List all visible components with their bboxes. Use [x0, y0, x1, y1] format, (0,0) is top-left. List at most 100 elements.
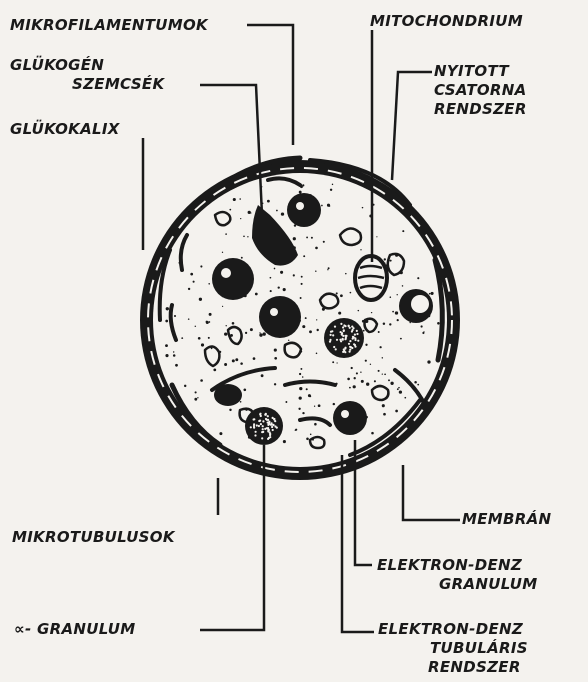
cytoplasm-dot	[274, 383, 276, 385]
cytoplasm-dot	[400, 338, 402, 340]
cytoplasm-dot	[317, 329, 319, 331]
stipple-dot	[267, 438, 269, 440]
stipple-dot	[356, 330, 358, 332]
label-nyitott-csatorna-rendszer: NYITOTT CSATORNA RENDSZER	[434, 62, 527, 119]
cytoplasm-dot	[365, 344, 367, 346]
cytoplasm-dot	[206, 321, 208, 323]
cytoplasm-dot	[248, 211, 251, 214]
cytoplasm-dot	[239, 198, 241, 200]
cytoplasm-dot	[337, 362, 338, 363]
cytoplasm-dot	[382, 404, 385, 407]
cytoplasm-dot	[383, 413, 386, 416]
cytoplasm-dot	[384, 373, 386, 375]
stipple-dot	[343, 324, 345, 326]
stipple-dot	[262, 431, 264, 433]
cytoplasm-dot	[255, 293, 258, 296]
label-edt-line2: TUBULÁRIS	[378, 639, 528, 658]
leader-nyitott	[392, 72, 432, 180]
stipple-dot	[267, 415, 269, 417]
stipple-dot	[267, 422, 269, 424]
cytoplasm-dot	[371, 312, 372, 313]
cytoplasm-dot	[303, 255, 305, 257]
cytoplasm-dot	[173, 354, 176, 357]
cytoplasm-dot	[327, 204, 330, 207]
cytoplasm-dot	[363, 330, 365, 332]
cytoplasm-dot	[395, 311, 398, 314]
label-edt-line1: ELEKTRON-DENZ	[378, 620, 528, 639]
cytoplasm-dot	[245, 332, 247, 334]
cytoplasm-dot	[209, 321, 211, 323]
stipple-dot	[272, 417, 274, 419]
cytoplasm-dot	[165, 344, 168, 347]
cytoplasm-dot	[226, 325, 227, 326]
stipple-dot	[351, 330, 353, 332]
cytoplasm-dot	[301, 283, 303, 285]
cytoplasm-dot	[333, 403, 335, 405]
cytoplasm-dot	[390, 382, 393, 385]
cytoplasm-dot	[318, 404, 321, 407]
cytoplasm-dot	[316, 353, 318, 355]
cytoplasm-dot	[328, 267, 330, 269]
label-edt-line3: RENDSZER	[378, 658, 528, 677]
stipple-dot	[349, 349, 351, 351]
label-mikrotubulusok: MIKROTUBULUSOK	[12, 528, 175, 547]
cytoplasm-dot	[402, 285, 404, 287]
label-membran: MEMBRÁN	[462, 510, 551, 529]
label-edg-line1: ELEKTRON-DENZ	[377, 556, 537, 575]
cytoplasm-dot	[195, 326, 196, 327]
cytoplasm-dot	[175, 364, 178, 367]
cytoplasm-dot	[383, 322, 385, 324]
cytoplasm-dot	[197, 397, 198, 398]
cytoplasm-dot	[374, 380, 376, 382]
cytoplasm-dot	[340, 294, 343, 297]
cytoplasm-dot	[247, 236, 248, 237]
cytoplasm-dot	[299, 387, 302, 390]
cytoplasm-dot	[274, 357, 277, 360]
cytoplasm-dot	[259, 332, 260, 333]
stipple-dot	[353, 336, 355, 338]
cytoplasm-dot	[397, 294, 398, 295]
cytoplasm-dot	[378, 370, 380, 372]
cytoplasm-dot	[306, 438, 309, 441]
cytoplasm-dot	[201, 343, 204, 346]
stipple-dot	[260, 423, 262, 425]
cytoplasm-dot	[200, 265, 202, 267]
cytoplasm-dot	[229, 209, 231, 211]
cytoplasm-dot	[351, 367, 353, 369]
cytoplasm-dot	[219, 432, 222, 435]
cytoplasm-dot	[181, 337, 183, 339]
cytoplasm-dot	[379, 346, 381, 348]
cytoplasm-dot	[243, 388, 246, 391]
cytoplasm-dot	[253, 357, 256, 360]
stipple-dot	[344, 338, 346, 340]
stipple-dot	[343, 330, 345, 332]
stipple-dot	[340, 323, 342, 325]
cytoplasm-dot	[397, 319, 399, 321]
stipple-dot	[253, 425, 255, 427]
cytoplasm-dot	[240, 401, 242, 403]
cytoplasm-dot	[295, 429, 297, 431]
cytoplasm-dot	[240, 362, 243, 365]
stipple-dot	[330, 334, 332, 336]
cytoplasm-dot	[213, 369, 216, 372]
stipple-dot	[269, 433, 271, 435]
stipple-dot	[265, 418, 267, 420]
cytoplasm-dot	[414, 381, 417, 384]
cytoplasm-dot	[194, 398, 197, 401]
cytoplasm-dot	[199, 298, 202, 301]
cytoplasm-dot	[376, 236, 377, 237]
stipple-dot	[262, 420, 264, 422]
stipple-dot	[267, 424, 269, 426]
label-nyitott-line3: RENDSZER	[434, 100, 527, 119]
stipple-dot	[271, 422, 273, 424]
stipple-dot	[267, 427, 269, 429]
cytoplasm-dot	[378, 331, 380, 333]
cytoplasm-dot	[302, 376, 304, 378]
stipple-dot	[348, 325, 350, 327]
cytoplasm-dot	[243, 235, 245, 237]
cytoplasm-dot	[382, 357, 383, 358]
cytoplasm-dot	[404, 397, 406, 399]
cytoplasm-dot	[225, 233, 227, 235]
label-elektron-denz-tubularis-rendszer: ELEKTRON-DENZ TUBULÁRIS RENDSZER	[378, 620, 528, 677]
cytoplasm-dot	[370, 364, 371, 365]
